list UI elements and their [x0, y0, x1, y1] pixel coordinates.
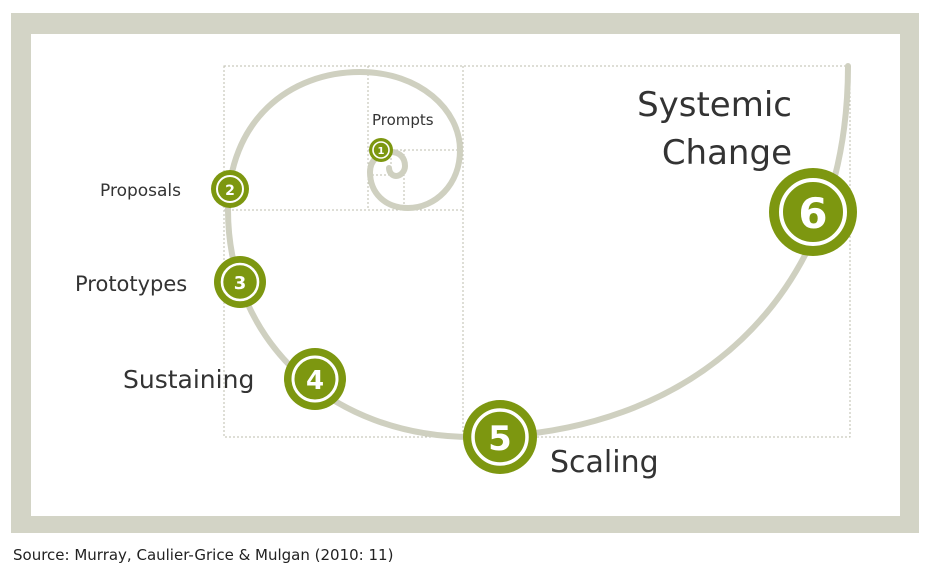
stage-4-number: 4	[306, 366, 324, 396]
stage-1-number: 1	[378, 146, 385, 157]
source-caption: Source: Murray, Caulier-Grice & Mulgan (…	[13, 546, 394, 564]
stage-6-number: 6	[798, 189, 827, 238]
stage-1-badge: 1	[369, 138, 393, 162]
stage-5-number: 5	[488, 419, 512, 459]
stage-3-badge: 3	[214, 256, 266, 308]
stage-1-label: Prompts	[372, 111, 434, 129]
stage-4-badge: 4	[284, 348, 346, 410]
stage-4-label: Sustaining	[123, 365, 254, 394]
stage-3-number: 3	[234, 273, 247, 294]
stage-6-label-line1: Systemic	[637, 85, 792, 125]
stage-2-badge: 2	[211, 170, 249, 208]
stage-2-label: Proposals	[100, 181, 181, 201]
outer-frame	[11, 13, 919, 533]
stage-2-number: 2	[225, 183, 235, 199]
stage-5-label: Scaling	[550, 445, 659, 480]
stage-5-badge: 5	[463, 400, 537, 474]
stage-6-badge: 6	[769, 168, 857, 256]
stage-3-label: Prototypes	[75, 272, 187, 296]
stage-6-label-line2: Change	[662, 133, 792, 173]
